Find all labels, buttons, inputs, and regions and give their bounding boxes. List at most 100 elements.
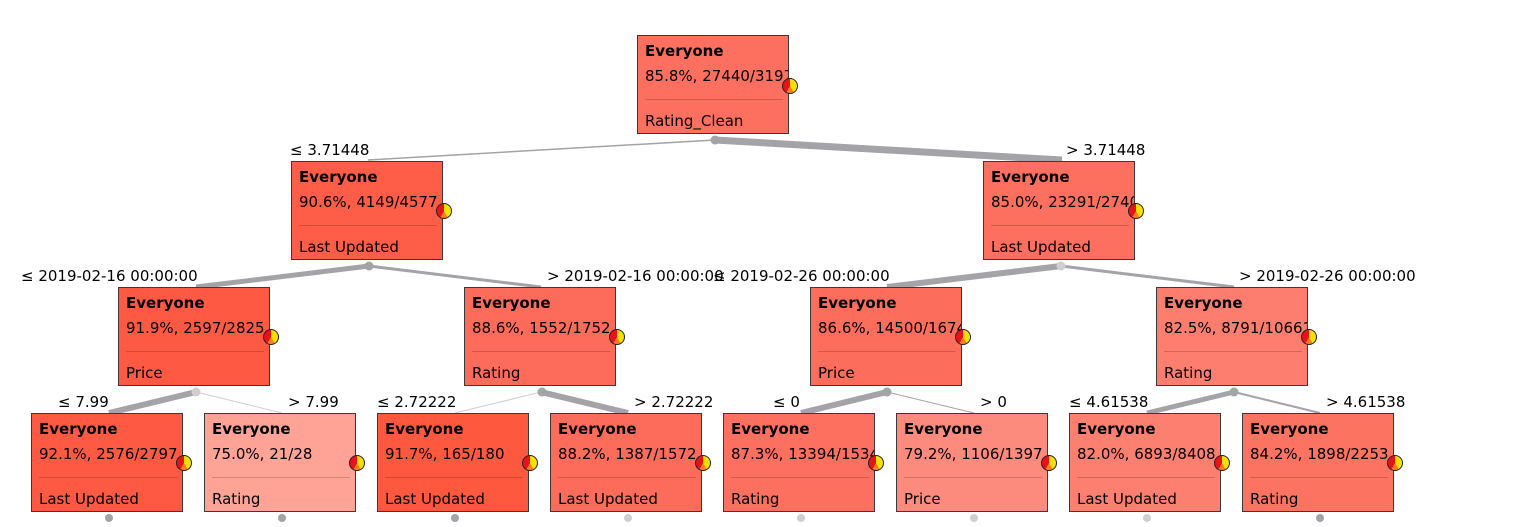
node-title: Everyone (731, 420, 810, 438)
tree-node-rrl[interactable]: Everyone 82.0%, 6893/8408 Last Updated (1069, 413, 1221, 512)
node-stats: 85.0%, 23291/2740 (991, 193, 1135, 211)
class-distribution-pie-icon (782, 78, 798, 94)
tree-node-lrr[interactable]: Everyone 88.2%, 1387/1572 Last Updated (550, 413, 702, 512)
tree-node-lrl[interactable]: Everyone 91.7%, 165/180 Last Updated (377, 413, 529, 512)
class-distribution-pie-icon (868, 455, 884, 471)
edge-rl-rlr (886, 391, 975, 414)
node-split-attribute: Rating (731, 490, 780, 508)
edge-label-lr-lrl: ≤ 2.72222 (377, 393, 457, 411)
tree-node-rll[interactable]: Everyone 87.3%, 13394/1534 Rating (723, 413, 875, 512)
class-distribution-pie-icon (263, 329, 279, 345)
node-split-attribute: Last Updated (1077, 490, 1177, 508)
node-divider (731, 477, 869, 478)
node-title: Everyone (472, 294, 551, 312)
node-title: Everyone (126, 294, 205, 312)
leaf-dot-rll (797, 514, 805, 522)
edge-r-rr (1060, 264, 1235, 289)
node-split-attribute: Rating (1164, 364, 1213, 382)
edge-root-left (367, 139, 716, 161)
class-distribution-pie-icon (1128, 203, 1144, 219)
tree-node-rlr[interactable]: Everyone 79.2%, 1106/1397 Price (896, 413, 1048, 512)
edge-root-right (714, 136, 1063, 164)
node-divider (126, 351, 264, 352)
r-junction-dot (1056, 261, 1066, 271)
edge-l-ll (195, 263, 370, 290)
l-junction-dot (364, 261, 374, 271)
node-stats: 79.2%, 1106/1397 (904, 445, 1043, 463)
tree-node-l[interactable]: Everyone 90.6%, 4149/4577 Last Updated (291, 161, 443, 260)
leaf-dot-rrl (1143, 514, 1151, 522)
node-title: Everyone (991, 168, 1070, 186)
node-divider (1250, 477, 1388, 478)
tree-node-lll[interactable]: Everyone 92.1%, 2576/2797 Last Updated (31, 413, 183, 512)
tree-node-ll[interactable]: Everyone 91.9%, 2597/2825 Price (118, 287, 270, 386)
node-stats: 85.8%, 27440/3197 (645, 67, 789, 85)
node-divider (299, 225, 437, 226)
node-title: Everyone (212, 420, 291, 438)
node-divider (39, 477, 177, 478)
node-stats: 84.2%, 1898/2253 (1250, 445, 1389, 463)
node-divider (212, 477, 350, 478)
class-distribution-pie-icon (176, 455, 192, 471)
node-stats: 91.7%, 165/180 (385, 445, 505, 463)
node-stats: 90.6%, 4149/4577 (299, 193, 438, 211)
node-divider (1164, 351, 1302, 352)
node-stats: 82.5%, 8791/10661 (1164, 319, 1308, 337)
class-distribution-pie-icon (436, 203, 452, 219)
leaf-dot-rrr (1316, 514, 1324, 522)
node-stats: 87.3%, 13394/1534 (731, 445, 875, 463)
leaf-dot-lrl (451, 514, 459, 522)
node-divider (991, 225, 1129, 226)
leaf-dot-lrr (624, 514, 632, 522)
node-title: Everyone (904, 420, 983, 438)
tree-node-root[interactable]: Everyone 85.8%, 27440/3197 Rating_Clean (637, 35, 789, 134)
node-divider (385, 477, 523, 478)
edge-l-lr (368, 264, 542, 289)
tree-node-rrr[interactable]: Everyone 84.2%, 1898/2253 Rating (1242, 413, 1394, 512)
node-split-attribute: Rating (1250, 490, 1299, 508)
tree-node-rr[interactable]: Everyone 82.5%, 8791/10661 Rating (1156, 287, 1308, 386)
node-split-attribute: Price (818, 364, 855, 382)
edge-r-rl (886, 263, 1062, 290)
node-title: Everyone (645, 42, 724, 60)
tree-node-rl[interactable]: Everyone 86.6%, 14500/1674 Price (810, 287, 962, 386)
node-title: Everyone (299, 168, 378, 186)
node-divider (1077, 477, 1215, 478)
edge-label-ll-lll: ≤ 7.99 (58, 393, 109, 411)
lr-junction-dot (537, 387, 547, 397)
node-title: Everyone (1250, 420, 1329, 438)
node-stats: 75.0%, 21/28 (212, 445, 313, 463)
node-split-attribute: Rating (472, 364, 521, 382)
edge-label-r-rr: > 2019-02-26 00:00:00 (1239, 267, 1416, 285)
edge-lr-lrl (454, 391, 542, 414)
root-junction-dot (710, 135, 720, 145)
class-distribution-pie-icon (349, 455, 365, 471)
class-distribution-pie-icon (1041, 455, 1057, 471)
class-distribution-pie-icon (1214, 455, 1230, 471)
edge-label-rl-rlr: > 0 (980, 393, 1007, 411)
node-stats: 86.6%, 14500/1674 (818, 319, 962, 337)
edge-rr-rrr (1233, 391, 1321, 414)
class-distribution-pie-icon (955, 329, 971, 345)
node-title: Everyone (1077, 420, 1156, 438)
node-stats: 88.2%, 1387/1572 (558, 445, 697, 463)
node-divider (558, 477, 696, 478)
tree-node-lr[interactable]: Everyone 88.6%, 1552/1752 Rating (464, 287, 616, 386)
node-split-attribute: Last Updated (991, 238, 1091, 256)
ll-junction-dot (191, 387, 201, 397)
tree-node-llr[interactable]: Everyone 75.0%, 21/28 Rating (204, 413, 356, 512)
edge-label-root-left: ≤ 3.71448 (290, 141, 370, 159)
edge-label-l-lr: > 2019-02-16 00:00:00 (547, 267, 724, 285)
node-stats: 82.0%, 6893/8408 (1077, 445, 1216, 463)
tree-node-r[interactable]: Everyone 85.0%, 23291/2740 Last Updated (983, 161, 1135, 260)
edge-label-root-right: > 3.71448 (1066, 141, 1146, 159)
edge-rl-rll (800, 389, 888, 416)
edge-ll-lll (108, 389, 197, 416)
rl-junction-dot (882, 387, 892, 397)
edge-rr-rrl (1146, 389, 1235, 416)
node-stats: 91.9%, 2597/2825 (126, 319, 265, 337)
edge-label-ll-llr: > 7.99 (288, 393, 339, 411)
leaf-dot-llr (278, 514, 286, 522)
edge-label-l-ll: ≤ 2019-02-16 00:00:00 (21, 267, 198, 285)
